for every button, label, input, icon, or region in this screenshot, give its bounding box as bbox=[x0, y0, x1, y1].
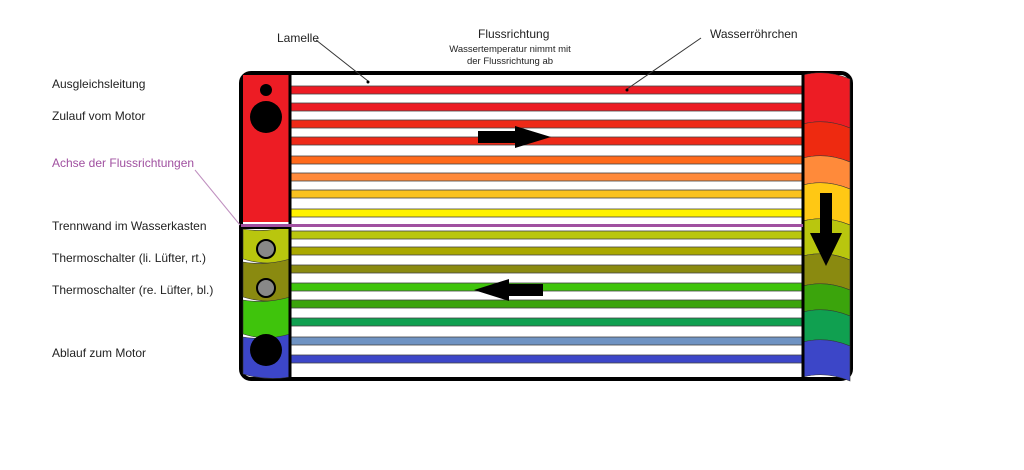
label-divider: Trennwand im Wasserkasten bbox=[52, 219, 207, 233]
label-inlet: Zulauf vom Motor bbox=[52, 109, 146, 123]
water-tube bbox=[289, 230, 804, 240]
label-thermo2: Thermoschalter (re. Lüfter, bl.) bbox=[52, 283, 214, 297]
axis-pointer bbox=[194, 169, 241, 226]
water-tube bbox=[289, 282, 804, 292]
flow-arrow-right bbox=[478, 126, 551, 148]
thermoswitch-2 bbox=[256, 278, 276, 298]
water-tube bbox=[289, 208, 804, 218]
lamelle-pointer-dot bbox=[366, 80, 370, 84]
tank-zone bbox=[242, 296, 291, 339]
label-flow-sub1: Wassertemperatur nimmt mit bbox=[449, 44, 571, 55]
label-flow-title: Flussrichtung bbox=[478, 27, 550, 41]
tubes-pointer-dot bbox=[625, 88, 629, 92]
water-tube bbox=[289, 354, 804, 364]
water-tube bbox=[289, 246, 804, 256]
thermoswitch-1 bbox=[256, 239, 276, 259]
water-tube bbox=[289, 102, 804, 112]
outlet-port bbox=[250, 334, 282, 366]
water-tube bbox=[289, 336, 804, 346]
water-tube bbox=[289, 264, 804, 274]
inlet-port bbox=[250, 101, 282, 133]
lamelle-pointer bbox=[315, 39, 369, 82]
label-axis: Achse der Flussrichtungen bbox=[52, 156, 195, 170]
tank-zone bbox=[802, 339, 851, 382]
water-tube bbox=[289, 119, 804, 129]
label-thermo1: Thermoschalter (li. Lüfter, rt.) bbox=[52, 251, 207, 265]
tank-zone bbox=[802, 72, 851, 129]
water-tube bbox=[289, 299, 804, 309]
water-tube bbox=[289, 189, 804, 199]
flow-arrow-left bbox=[474, 279, 543, 301]
label-equalizer: Ausgleichsleitung bbox=[52, 77, 146, 91]
water-tube bbox=[289, 85, 804, 95]
left-tank-upper bbox=[243, 75, 290, 222]
flow-arrow-down bbox=[810, 193, 842, 266]
right-tank bbox=[802, 72, 851, 382]
label-tubes: Wasserröhrchen bbox=[710, 27, 798, 41]
label-lamelle: Lamelle bbox=[277, 31, 320, 45]
water-tube bbox=[289, 172, 804, 182]
label-flow-sub2: der Flussrichtung ab bbox=[466, 56, 554, 67]
equalizer-port bbox=[260, 84, 272, 96]
label-outlet: Ablauf zum Motor bbox=[52, 346, 147, 360]
tubes-pointer bbox=[626, 37, 702, 90]
water-tube bbox=[289, 155, 804, 165]
water-tube bbox=[289, 317, 804, 327]
